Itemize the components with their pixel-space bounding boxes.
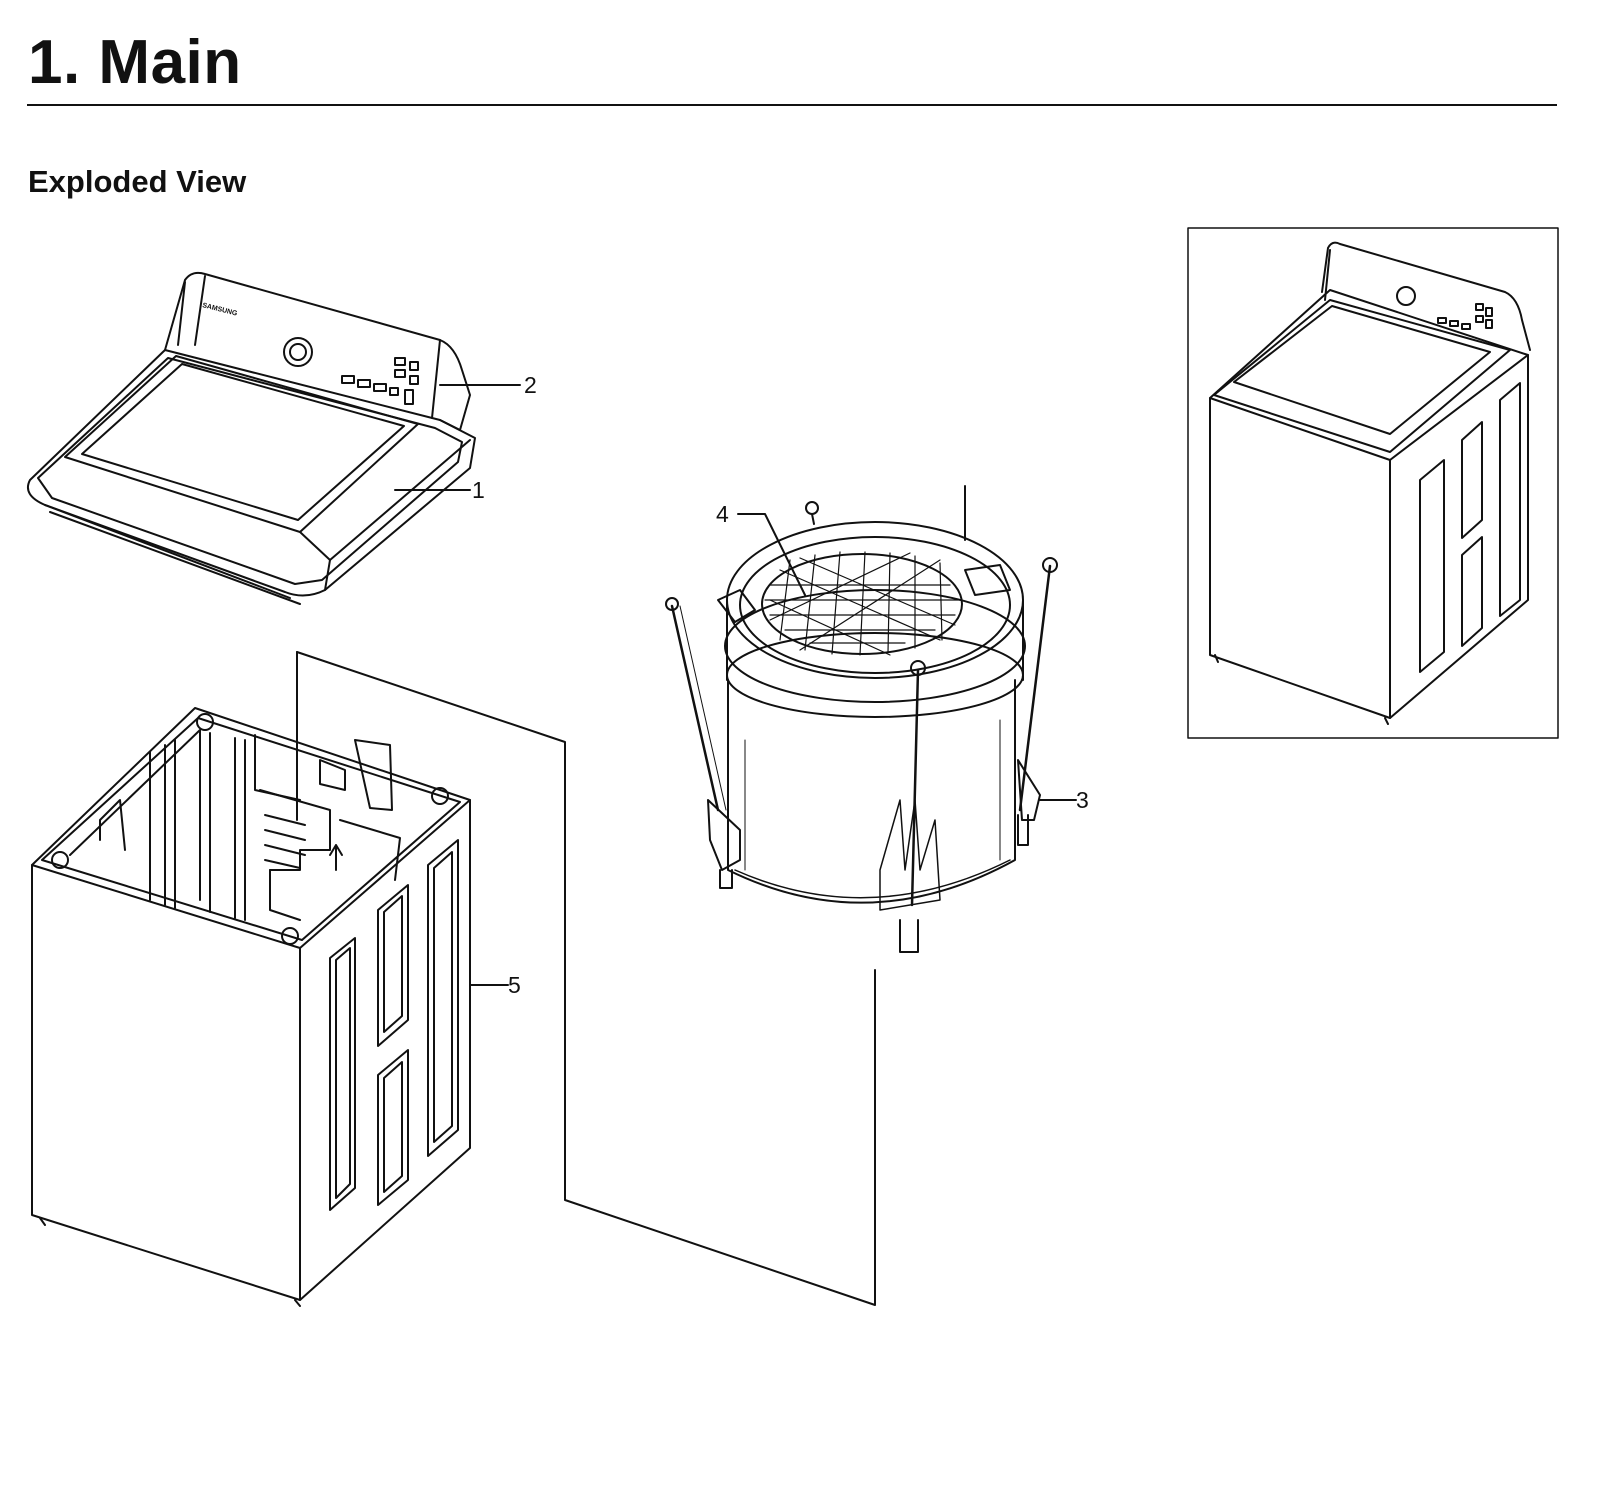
callout-cabinet: 5 xyxy=(508,972,521,998)
assembled-view-inset xyxy=(1187,227,1559,739)
cabinet-part xyxy=(31,707,471,1307)
section-title: Exploded View xyxy=(28,164,247,199)
assembly-guide-frame xyxy=(296,651,876,1306)
callout-pulsator: 4 xyxy=(716,501,729,527)
title-rule xyxy=(27,104,1557,106)
top-cover-part: SAMSUNG xyxy=(26,271,476,605)
page-title: 1. Main xyxy=(28,28,242,97)
tub-assembly-part xyxy=(665,501,1058,953)
callout-tub-assembly: 3 xyxy=(1076,787,1089,813)
callout-control-panel: 2 xyxy=(524,372,537,398)
panel-brand-text: SAMSUNG xyxy=(202,302,239,318)
callout-top-cover: 1 xyxy=(472,477,485,503)
